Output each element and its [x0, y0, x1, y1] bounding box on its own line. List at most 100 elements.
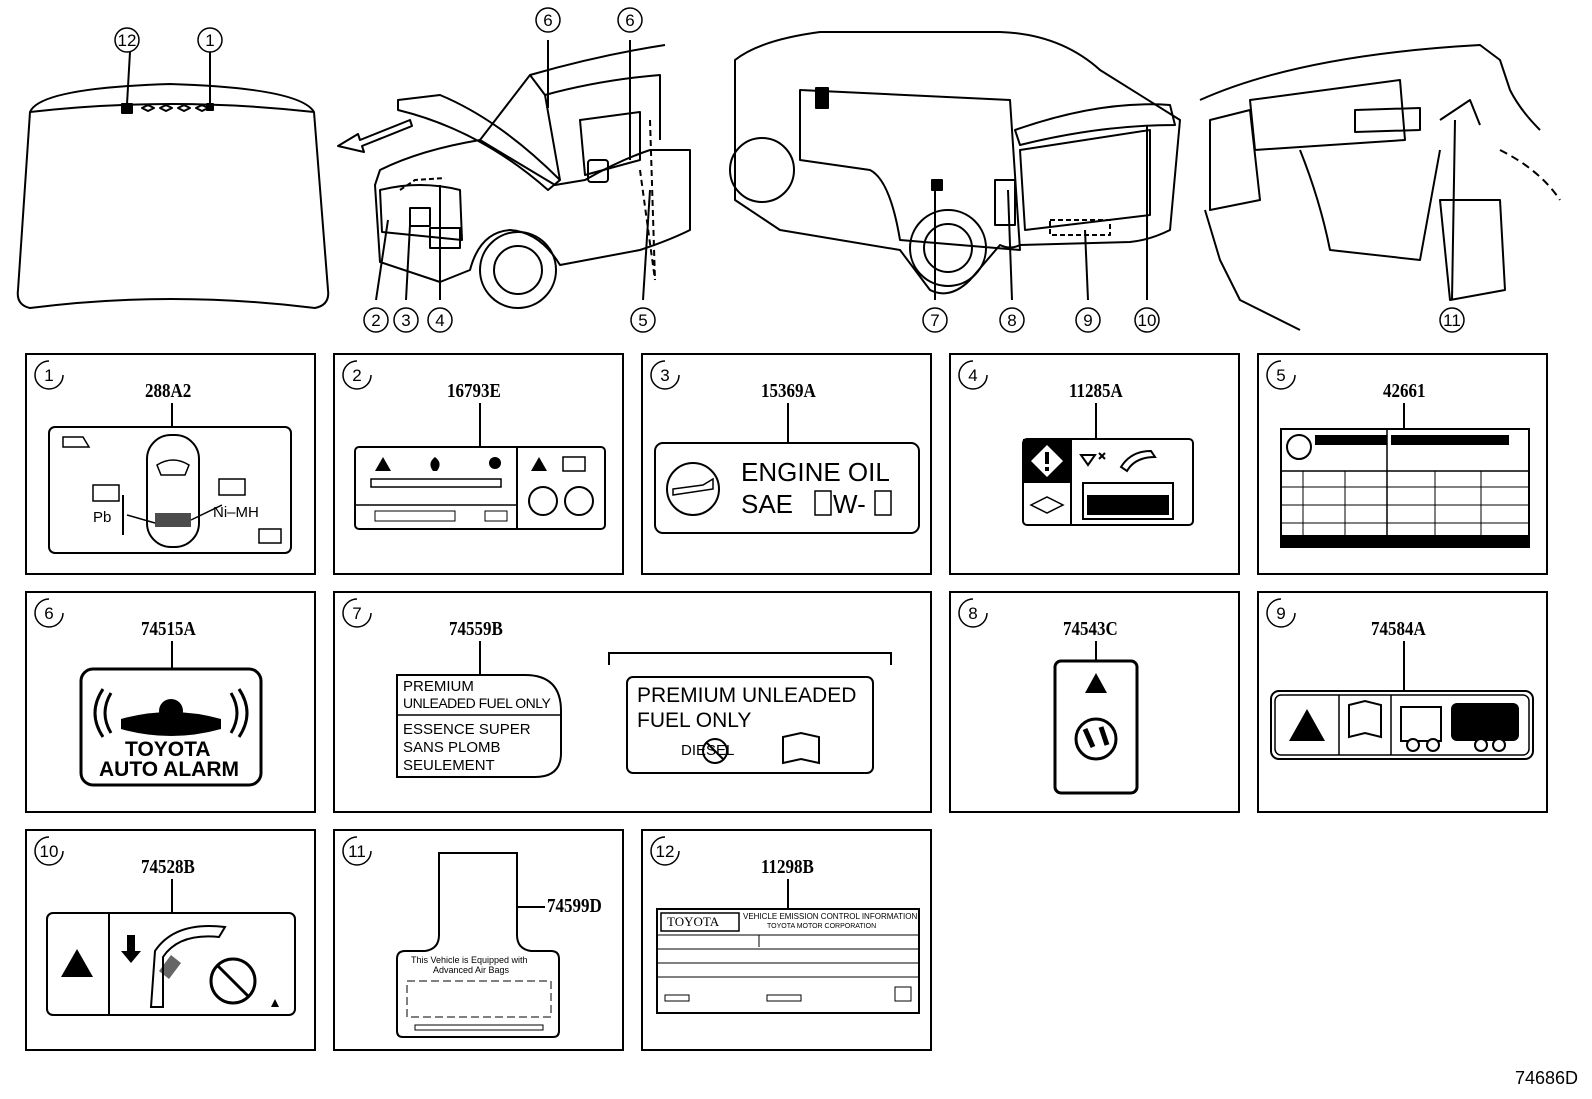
warning-icon	[61, 949, 93, 977]
truck-icon	[1400, 706, 1442, 742]
panel-16793E: 2 16793E	[333, 353, 624, 575]
back-door-warning-label	[46, 879, 296, 1016]
nimh-battery-icon	[218, 478, 246, 496]
svg-text:7: 7	[930, 311, 939, 330]
part-code: 74543C	[1063, 618, 1118, 640]
panel-288A2: 1 288A2 Pb Ni–MH	[25, 353, 316, 575]
trailer-icon	[1451, 703, 1519, 741]
panel-number-circle: 11	[342, 836, 372, 866]
auto-alarm-text: AUTO ALARM	[99, 758, 239, 781]
panel-number-circle: 10	[34, 836, 64, 866]
part-code: 11285A	[1069, 380, 1123, 402]
svg-text:8: 8	[1007, 311, 1016, 330]
panel-11298B: 12 11298B TOYOTA VEHICLE EMISSION CONTRO…	[641, 829, 932, 1051]
part-code: 16793E	[447, 380, 501, 402]
callout-12: 12	[114, 27, 140, 53]
panel-74599D: 11 74599D This Vehicle is Equipped with …	[333, 829, 624, 1051]
svg-text:10: 10	[40, 842, 59, 861]
svg-text:1: 1	[44, 366, 53, 385]
panel-number-circle: 7	[342, 598, 372, 628]
engine-oil-text: ENGINE OIL	[741, 457, 890, 487]
panel-number-circle: 1	[34, 360, 64, 390]
svg-text:1: 1	[205, 31, 214, 50]
part-code: 15369A	[761, 380, 816, 402]
diagram-code: 74686D	[1514, 1068, 1578, 1088]
vehicle-overview-illustration: 12 1 6 6 2 3 4 5 7 8 9 10 11	[16, 7, 1561, 333]
no-diesel-icon	[702, 738, 728, 764]
svg-text:6: 6	[44, 604, 53, 623]
svg-text:2: 2	[371, 311, 380, 330]
fuel-only-text: FUEL ONLY	[637, 709, 752, 732]
battery-warning-label	[354, 403, 606, 530]
essence-text: ESSENCE SUPER	[403, 721, 531, 738]
engine-oil-label-frame	[654, 403, 920, 534]
manual-icon	[62, 436, 91, 448]
sae-text: SAE	[741, 489, 794, 519]
part-code: 42661	[1383, 380, 1426, 402]
coolant-warning-label	[1022, 403, 1194, 526]
diesel-text: DIESEL	[681, 742, 735, 759]
callout-3: 3	[393, 307, 419, 333]
emission-label	[656, 879, 920, 1014]
manual-icon	[1348, 699, 1382, 739]
svg-text:5: 5	[1276, 366, 1285, 385]
svg-text:7: 7	[352, 604, 361, 623]
svg-text:9: 9	[1276, 604, 1285, 623]
svg-text:9: 9	[1083, 311, 1092, 330]
part-code: 288A2	[145, 380, 192, 402]
panel-42661: 5 42661	[1257, 353, 1548, 575]
panel-74543C: 8 74543C	[949, 591, 1240, 813]
dashboard-illustration	[1199, 44, 1561, 331]
manual-icon	[1029, 496, 1065, 514]
panel-number-circle: 5	[1266, 360, 1296, 390]
panel-74559B: 7 74559B PREMIUM UNLEADED FUEL ONLY ESSE…	[333, 591, 932, 813]
panel-number-circle: 12	[650, 836, 680, 866]
callout-1: 1	[197, 27, 223, 53]
manufacturer-text: TOYOTA MOTOR CORPORATION	[767, 923, 877, 930]
flame-icon	[430, 457, 440, 471]
callout-10: 10	[1134, 307, 1160, 333]
tire-pressure-label	[1280, 403, 1530, 548]
toyota-brand-text: TOYOTA	[667, 914, 720, 929]
premium-unleaded-text: PREMIUM UNLEADED	[637, 684, 857, 707]
callout-6a: 6	[535, 7, 561, 33]
part-code: 74528B	[141, 856, 195, 878]
child-lock-warning-label	[1053, 641, 1139, 795]
svg-text:11: 11	[348, 842, 366, 861]
callout-9: 9	[1075, 307, 1101, 333]
toyota-text: TOYOTA	[125, 738, 211, 761]
part-code: 74515A	[141, 618, 196, 640]
panel-number-circle: 2	[342, 360, 372, 390]
hybrid-battery-label	[48, 403, 292, 554]
oil-can-icon	[672, 477, 714, 496]
part-code: 74584A	[1371, 618, 1426, 640]
warning-icon	[1085, 673, 1107, 693]
emission-heading: VEHICLE EMISSION CONTROL INFORMATION	[743, 912, 918, 921]
panel-number-circle: 3	[650, 360, 680, 390]
forward-arrow-icon	[337, 119, 413, 153]
panel-11285A: 4 11285A	[949, 353, 1240, 575]
manual-icon	[562, 456, 586, 472]
callout-5: 5	[630, 307, 656, 333]
panel-15369A: 3 15369A ENGINE OIL SAE W-	[641, 353, 932, 575]
fuel-label-frame	[396, 641, 892, 778]
callout-6b: 6	[617, 7, 643, 33]
svg-text:12: 12	[118, 31, 137, 50]
car-icon	[121, 712, 221, 736]
down-arrow-icon	[121, 935, 141, 963]
warning-icon	[531, 457, 547, 471]
callout-labels: 12 1 6 6 2 3 4 5 7 8 9 10 11	[114, 7, 1465, 333]
unleaded-text-small: UNLEADED FUEL ONLY	[403, 695, 551, 711]
towing-warning-label	[1270, 641, 1534, 760]
svg-text:8: 8	[968, 604, 977, 623]
svg-text:3: 3	[660, 366, 669, 385]
airbag-text-1: This Vehicle is Equipped with	[411, 955, 528, 965]
svg-text:5: 5	[638, 311, 647, 330]
svg-text:10: 10	[1138, 311, 1157, 330]
svg-text:12: 12	[656, 842, 675, 861]
panel-74584A: 9 74584A	[1257, 591, 1548, 813]
pb-battery-icon	[92, 484, 120, 502]
callout-7: 7	[922, 307, 948, 333]
part-code: 74599D	[547, 895, 602, 917]
manual-info-icon	[782, 731, 820, 765]
